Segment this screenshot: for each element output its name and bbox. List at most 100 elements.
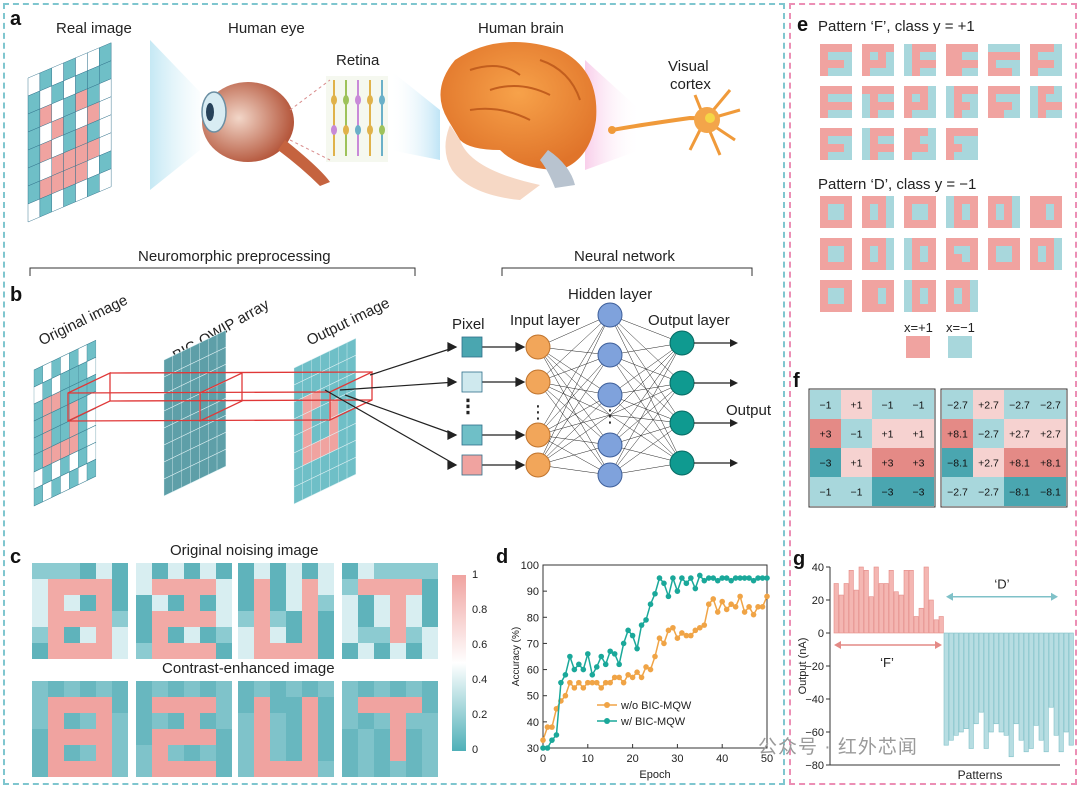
pattern-cell — [996, 204, 1004, 212]
enhanced-image-cell — [184, 745, 200, 761]
pattern-cell — [1054, 86, 1062, 94]
pattern-cell — [828, 44, 836, 52]
noisy-image-cell — [374, 595, 390, 611]
pattern-cell — [954, 152, 962, 160]
noisy-image-cell — [406, 563, 422, 579]
nn-edge — [537, 314, 611, 436]
pattern-cell — [970, 254, 978, 262]
enhanced-image-cell — [96, 697, 112, 713]
pattern-cell — [962, 128, 970, 136]
pattern-cell — [954, 304, 962, 312]
pattern-cell — [970, 86, 978, 94]
noisy-image-cell — [406, 611, 422, 627]
pattern-cell — [946, 212, 954, 220]
pattern-cell — [954, 86, 962, 94]
pattern-d-title: Pattern ‘D’, class y = −1 — [818, 176, 977, 193]
pattern-cell — [862, 152, 870, 160]
pattern-cell — [886, 246, 894, 254]
matrix-value: +3 — [913, 458, 925, 470]
pattern-cell — [820, 296, 828, 304]
enhanced-image-cell — [374, 681, 390, 697]
series-point — [656, 635, 663, 641]
colorbar-tick: 0.8 — [472, 604, 488, 616]
input-layer-label: Input layer — [510, 312, 581, 329]
enhanced-image-cell — [390, 697, 406, 713]
enhanced-image-cell — [254, 697, 270, 713]
noisy-image-cell — [422, 627, 438, 643]
pattern-cell — [1030, 52, 1038, 60]
pattern-cell — [1004, 246, 1012, 254]
pattern-cell — [904, 86, 912, 94]
pattern-cell — [962, 60, 970, 68]
pattern-cell — [928, 86, 936, 94]
pattern-cell — [1030, 204, 1038, 212]
pattern-cell — [1004, 94, 1012, 102]
pattern-cell — [1012, 94, 1020, 102]
y-tick-label: 30 — [527, 743, 539, 755]
y-tick-label: 80 — [527, 612, 539, 624]
arrowhead — [834, 641, 841, 649]
noisy-image-cell — [422, 611, 438, 627]
noisy-image-cell — [152, 563, 168, 579]
nn-edge — [537, 381, 611, 416]
noisy-image-cell — [302, 611, 318, 627]
series-point — [679, 630, 685, 636]
matrix-cell — [973, 477, 1004, 506]
pattern-cell — [886, 68, 894, 76]
pattern-cell — [1046, 254, 1054, 262]
enhanced-image-cell — [254, 681, 270, 697]
noisy-image-cell — [342, 563, 358, 579]
noisy-image-cell — [112, 563, 128, 579]
enhanced-image-cell — [152, 697, 168, 713]
pattern-cell — [820, 212, 828, 220]
legend-neg-swatch — [948, 336, 972, 358]
pattern-cell — [828, 102, 836, 110]
output-neuron — [669, 370, 695, 396]
matrix-value: −1 — [820, 400, 832, 412]
pattern-cell — [820, 144, 828, 152]
pattern-cell — [1038, 102, 1046, 110]
enhanced-image-cell — [64, 729, 80, 745]
series-point — [544, 724, 551, 730]
pattern-cell — [844, 288, 852, 296]
series-point — [629, 632, 636, 639]
enhanced-image-cell — [238, 729, 254, 745]
pattern-cell — [862, 238, 870, 246]
pattern-cell — [1038, 44, 1046, 52]
nn-edge — [609, 422, 683, 476]
pattern-cell — [1038, 262, 1046, 270]
arrowhead — [447, 430, 458, 440]
pattern-cell — [996, 246, 1004, 254]
enhanced-image-cell — [374, 745, 390, 761]
noisy-image-cell — [168, 595, 184, 611]
enhanced-image-cell — [112, 681, 128, 697]
enhanced-image-cell — [342, 745, 358, 761]
noisy-image-cell — [406, 627, 422, 643]
matrix-cell — [841, 390, 872, 419]
noisy-image-cell — [216, 579, 232, 595]
pattern-cell — [912, 246, 920, 254]
noisy-image-cell — [48, 579, 64, 595]
nn-edge — [609, 422, 683, 446]
pattern-cell — [988, 94, 996, 102]
legend-label: w/o BIC-MQW — [620, 700, 692, 712]
pattern-cell — [970, 196, 978, 204]
pattern-cell — [928, 152, 936, 160]
enhanced-image-cell — [358, 697, 374, 713]
enhanced-image-cell — [96, 745, 112, 761]
plot-frame — [542, 564, 768, 749]
pattern-cell — [988, 238, 996, 246]
noisy-image-cell — [216, 595, 232, 611]
series-point — [589, 679, 596, 686]
input-neuron — [525, 452, 551, 478]
pattern-cell — [928, 128, 936, 136]
pattern-cell — [946, 60, 954, 68]
pattern-cell — [970, 304, 978, 312]
pattern-cell — [1038, 254, 1046, 262]
pattern-cell — [912, 238, 920, 246]
pattern-cell — [946, 128, 954, 136]
pattern-cell — [1012, 110, 1020, 118]
pattern-cell — [1004, 68, 1012, 76]
series-point — [701, 577, 708, 584]
pattern-cell — [904, 280, 912, 288]
